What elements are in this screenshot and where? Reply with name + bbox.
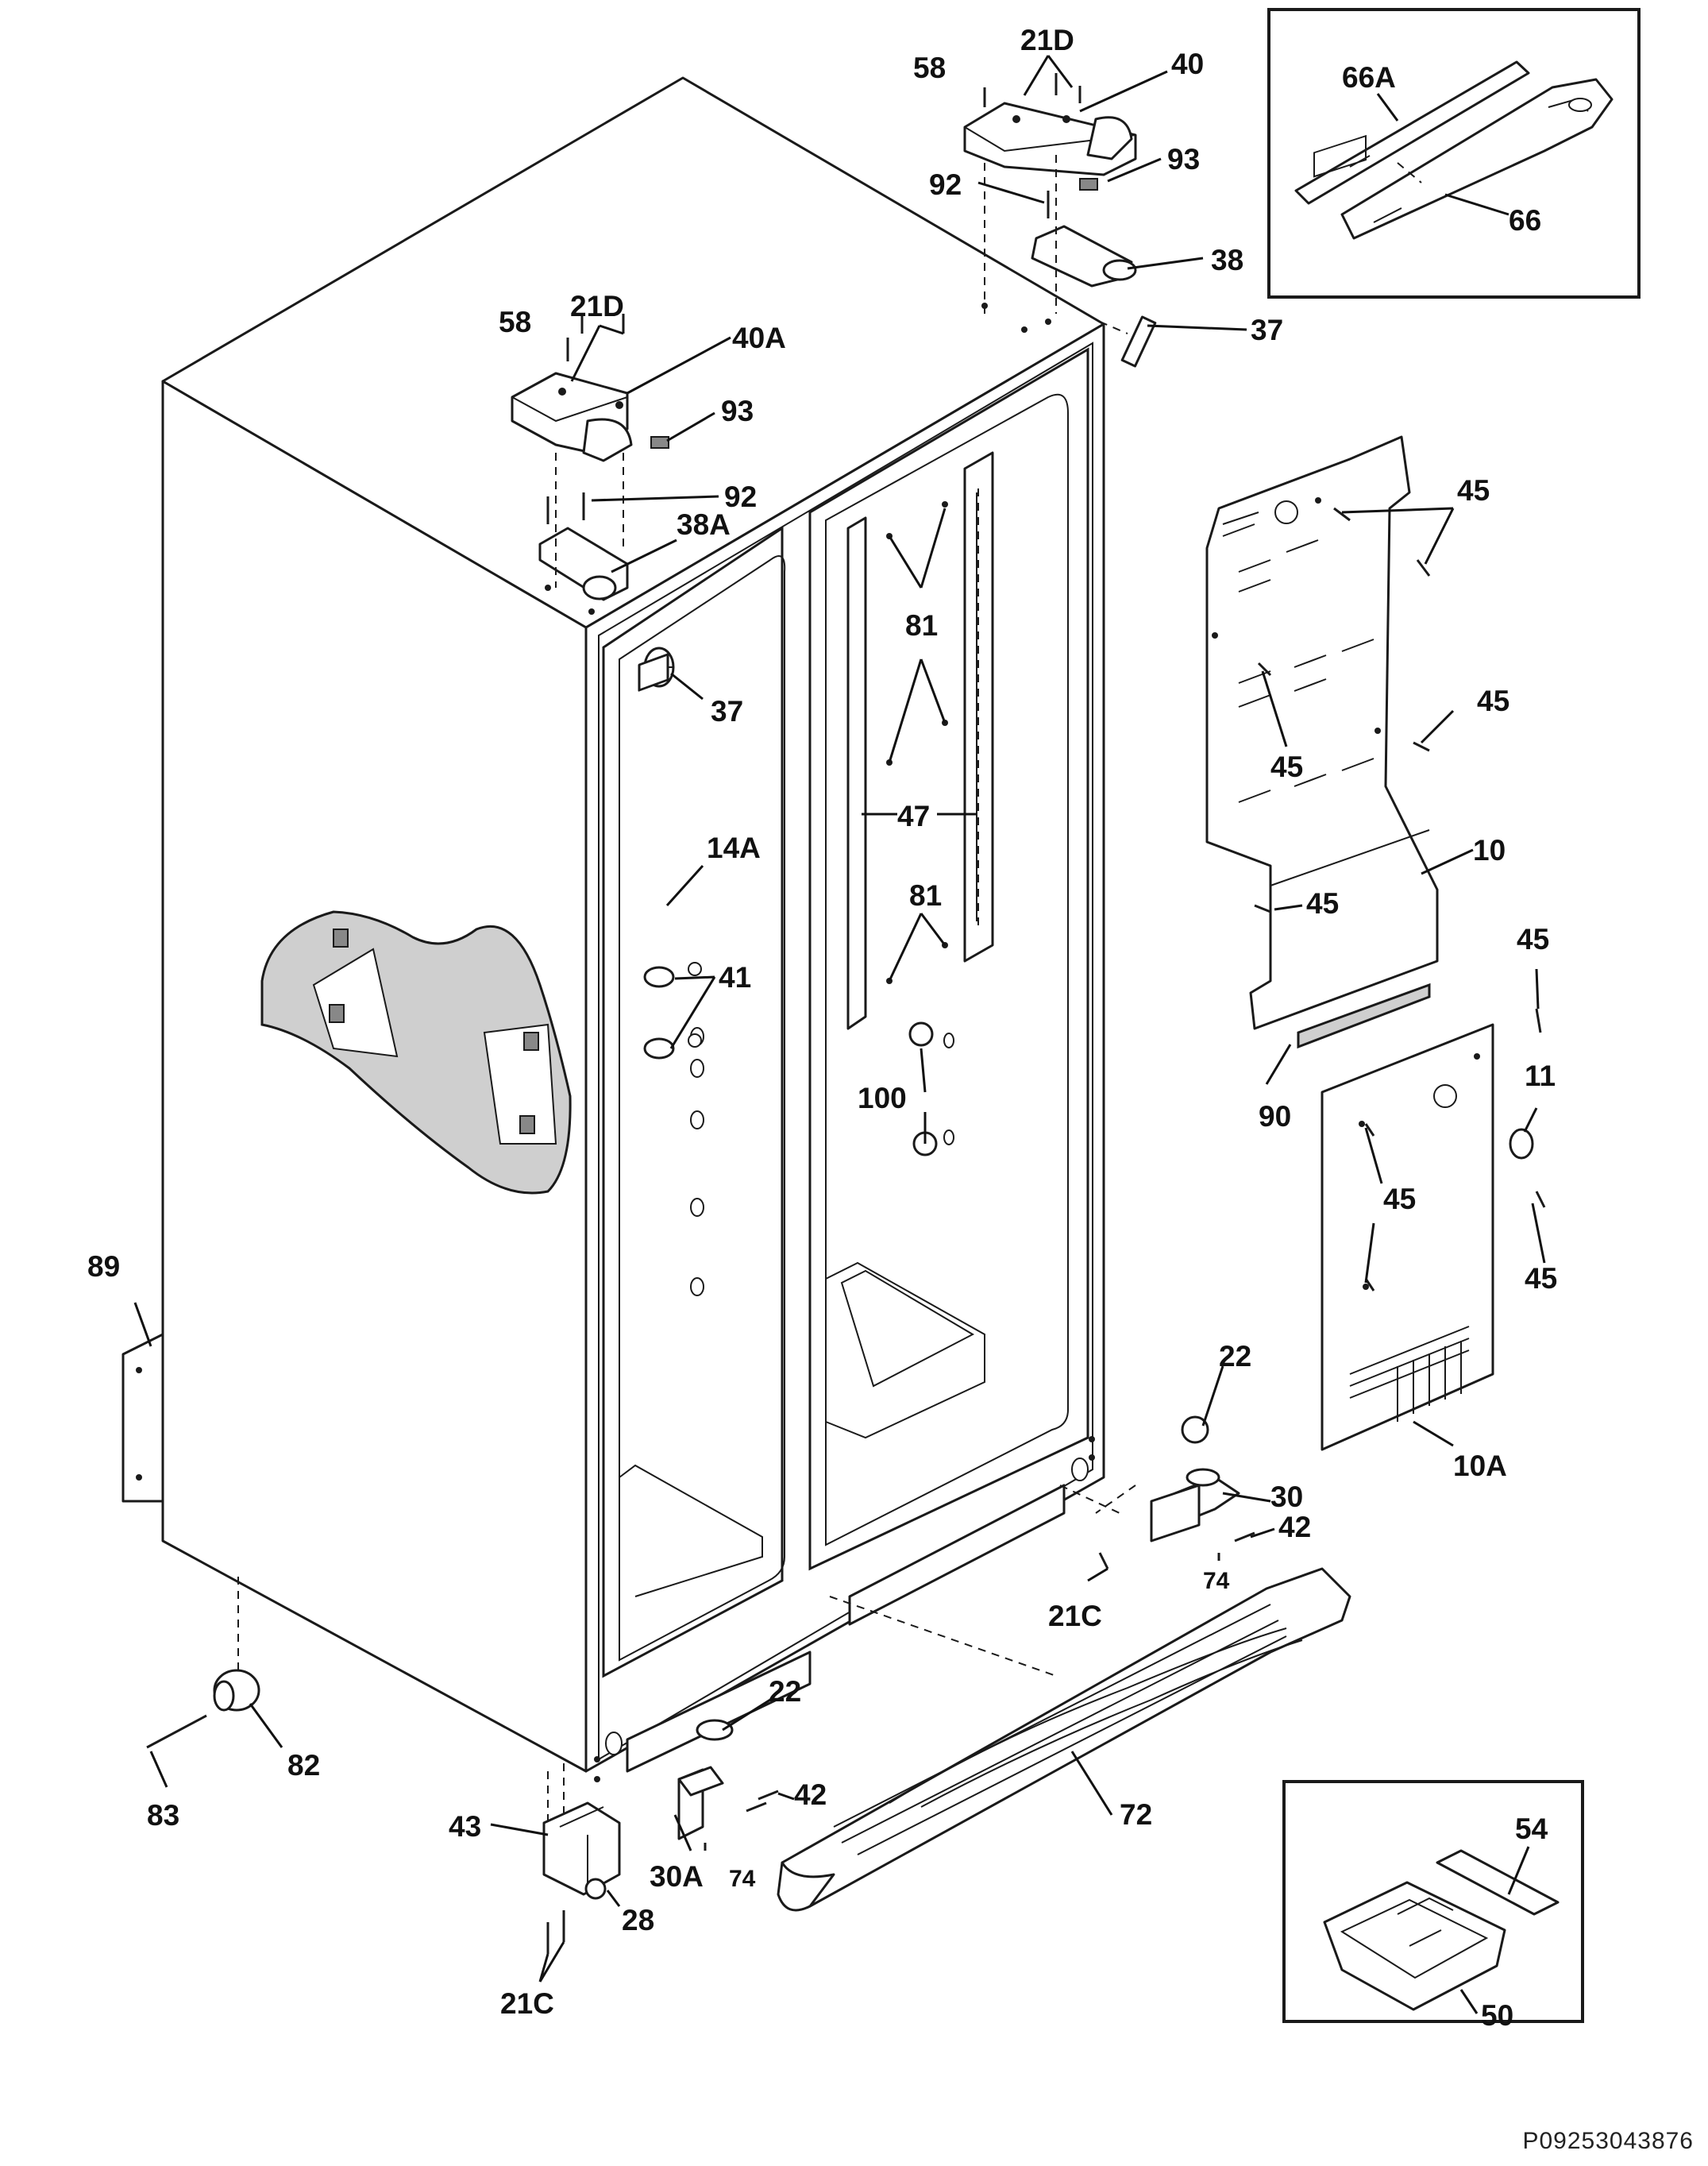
screws-45 xyxy=(1254,507,1546,1291)
callout-11: 11 xyxy=(1525,1060,1556,1092)
callout-42-right: 42 xyxy=(1278,1511,1311,1543)
roller-82-83 xyxy=(146,1577,260,1749)
callout-66A: 66A xyxy=(1342,61,1396,94)
shelf-standards xyxy=(846,451,994,1030)
callout-45-b: 45 xyxy=(1270,751,1303,783)
callout-45-c: 45 xyxy=(1477,685,1509,717)
insulation-patch xyxy=(260,910,572,1195)
callout-93-top: 93 xyxy=(1167,143,1200,176)
rear-panel-10 xyxy=(1205,134,1439,1030)
callout-40A: 40A xyxy=(732,322,786,354)
callout-38: 38 xyxy=(1211,244,1243,276)
top-hinge-right-assembly xyxy=(963,73,1137,314)
bracket-89 xyxy=(121,1333,164,1503)
callout-40: 40 xyxy=(1171,48,1204,80)
callout-50: 50 xyxy=(1481,1999,1513,2032)
lower-hinge-right-assembly xyxy=(1095,1415,1255,1569)
callout-58-top: 58 xyxy=(913,52,946,84)
callout-21C-right: 21C xyxy=(1048,1600,1102,1632)
callout-38A: 38A xyxy=(677,508,731,541)
callout-30A: 30A xyxy=(650,1860,704,1893)
diagram-reference-code: P09253043876 xyxy=(1522,2128,1694,2154)
callout-58-left: 58 xyxy=(499,306,531,338)
callout-93-left: 93 xyxy=(721,395,754,427)
inset-box-bottom-right xyxy=(1282,1780,1584,2023)
callout-43: 43 xyxy=(449,1810,481,1843)
callout-14A: 14A xyxy=(707,832,761,864)
callout-45-g: 45 xyxy=(1525,1262,1557,1295)
callout-37-left: 37 xyxy=(711,695,743,728)
leveling-leg-assembly xyxy=(542,1763,621,1954)
top-hinge-left-assembly xyxy=(511,314,669,601)
callout-30: 30 xyxy=(1270,1481,1303,1513)
callout-45-d: 45 xyxy=(1306,887,1339,920)
callout-92-top: 92 xyxy=(929,168,962,201)
callout-92-left: 92 xyxy=(724,481,757,513)
inset-box-top-right xyxy=(1267,8,1641,299)
callout-22-left: 22 xyxy=(769,1675,801,1708)
callout-74-right: 74 xyxy=(1203,1568,1230,1594)
callout-47: 47 xyxy=(897,800,930,832)
base-grille-72 xyxy=(777,1485,1351,1912)
callout-82: 82 xyxy=(287,1749,320,1782)
callout-28: 28 xyxy=(622,1904,654,1936)
callout-45-a: 45 xyxy=(1457,474,1490,507)
callout-45-f: 45 xyxy=(1383,1183,1416,1215)
callout-21C-left: 21C xyxy=(500,1987,554,2020)
callout-100: 100 xyxy=(858,1082,907,1114)
callout-42-left: 42 xyxy=(794,1778,827,1811)
callout-66: 66 xyxy=(1509,204,1541,237)
callout-10A: 10A xyxy=(1453,1450,1507,1482)
callout-10: 10 xyxy=(1473,834,1506,867)
callout-83: 83 xyxy=(147,1799,179,1832)
callout-41: 41 xyxy=(719,961,751,994)
callout-81-a: 81 xyxy=(905,609,938,642)
callout-89: 89 xyxy=(87,1250,120,1283)
rear-panel-10A xyxy=(1297,983,1534,1451)
callout-22-right: 22 xyxy=(1219,1340,1251,1373)
callout-90: 90 xyxy=(1259,1100,1291,1133)
callout-72: 72 xyxy=(1120,1798,1152,1831)
lower-hinge-left-assembly xyxy=(677,1719,779,1851)
callout-labels: 21D 58 40 93 92 38 37 21D 58 40A 93 92 3… xyxy=(87,24,1557,2032)
callout-81-b: 81 xyxy=(909,879,942,912)
callout-74-left: 74 xyxy=(729,1866,756,1892)
leader-lines xyxy=(133,55,1546,2014)
callout-45-e: 45 xyxy=(1517,923,1549,956)
fixtures-14A-41-100 xyxy=(638,653,954,1156)
callout-21D-left: 21D xyxy=(570,290,624,322)
callout-21D-top: 21D xyxy=(1020,24,1074,56)
callout-54: 54 xyxy=(1515,1813,1548,1845)
callout-37-top: 37 xyxy=(1251,314,1283,346)
